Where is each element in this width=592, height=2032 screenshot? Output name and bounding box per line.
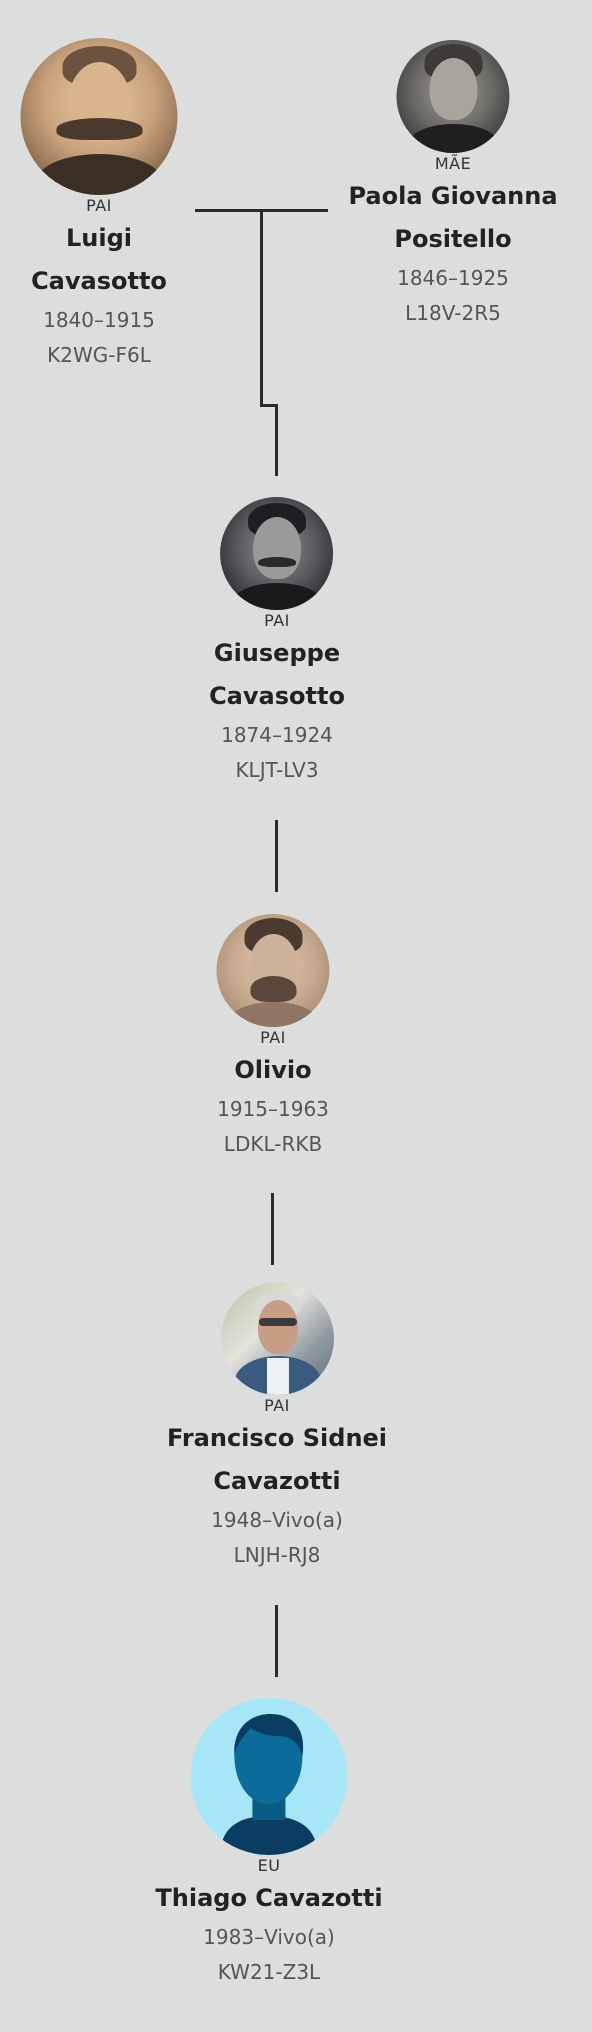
person-id: L18V-2R5 bbox=[405, 301, 501, 325]
person-id: KW21-Z3L bbox=[217, 1960, 321, 1984]
relation-label: PAI bbox=[264, 611, 290, 630]
person-id: KLJT-LV3 bbox=[235, 758, 319, 782]
person-card-luigi[interactable]: PAI Luigi Cavasotto 1840–1915 K2WG-F6L bbox=[20, 38, 178, 373]
person-dates: 1948–Vivo(a) bbox=[211, 1508, 343, 1532]
person-dates: 1846–1925 bbox=[397, 266, 509, 290]
avatar[interactable] bbox=[20, 38, 178, 195]
person-id: LDKL-RKB bbox=[223, 1132, 323, 1156]
avatar[interactable] bbox=[216, 914, 330, 1027]
person-name-line-2[interactable]: Cavazotti bbox=[213, 1467, 341, 1495]
person-name-line-1[interactable]: Francisco Sidnei bbox=[166, 1424, 388, 1452]
person-name-line-1[interactable]: Giuseppe bbox=[213, 639, 341, 667]
person-dates: 1874–1924 bbox=[221, 723, 333, 747]
avatar[interactable] bbox=[220, 1282, 334, 1395]
person-id: LNJH-RJ8 bbox=[233, 1543, 321, 1567]
person-name-line-2[interactable]: Positello bbox=[394, 225, 512, 253]
person-name-line-2[interactable]: Cavasotto bbox=[209, 682, 345, 710]
person-card-paola[interactable]: MÃE Paola Giovanna Positello 1846–1925 L… bbox=[348, 40, 558, 331]
descent-line-1c bbox=[275, 404, 278, 476]
descent-line-1a bbox=[260, 210, 263, 406]
portrait-mustache-shape bbox=[258, 557, 297, 567]
descent-line-2 bbox=[275, 820, 278, 892]
portrait-body-shape bbox=[34, 154, 165, 195]
person-id: K2WG-F6L bbox=[47, 343, 151, 367]
portrait-mustache-shape bbox=[56, 118, 143, 140]
person-card-giuseppe[interactable]: PAI Giuseppe Cavasotto 1874–1924 KLJT-LV… bbox=[209, 497, 345, 788]
relation-label: EU bbox=[257, 1856, 281, 1875]
default-person-silhouette-icon bbox=[220, 1714, 318, 1855]
portrait-shirt-shape bbox=[266, 1358, 289, 1395]
person-name-line-1[interactable]: Paola Giovanna bbox=[348, 182, 558, 210]
person-name-line-1[interactable]: Thiago Cavazotti bbox=[155, 1884, 383, 1912]
descent-line-1b bbox=[260, 404, 278, 407]
person-name-line-2[interactable]: Cavasotto bbox=[31, 267, 167, 295]
person-card-francisco[interactable]: PAI Francisco Sidnei Cavazotti 1948–Vivo… bbox=[167, 1282, 387, 1573]
person-name-line-1[interactable]: Olivio bbox=[234, 1056, 312, 1084]
person-card-olivio[interactable]: PAI Olivio 1915–1963 LDKL-RKB bbox=[216, 914, 330, 1162]
descent-line-4 bbox=[275, 1605, 278, 1677]
portrait-face-shape bbox=[253, 517, 302, 579]
person-dates: 1983–Vivo(a) bbox=[203, 1925, 335, 1949]
portrait-glasses-shape bbox=[258, 1318, 297, 1326]
relation-label: PAI bbox=[86, 196, 112, 215]
portrait-face-shape bbox=[429, 58, 478, 120]
portrait-body-shape bbox=[228, 1002, 319, 1027]
person-card-thiago[interactable]: EU Thiago Cavazotti 1983–Vivo(a) KW21-Z3… bbox=[155, 1698, 383, 1990]
descent-line-3 bbox=[271, 1193, 274, 1265]
portrait-body-shape bbox=[232, 583, 323, 610]
portrait-body-shape bbox=[408, 124, 499, 153]
person-dates: 1840–1915 bbox=[43, 308, 155, 332]
relation-label: PAI bbox=[260, 1028, 286, 1047]
person-name-line-1[interactable]: Luigi bbox=[65, 224, 132, 252]
avatar[interactable] bbox=[396, 40, 510, 153]
relation-label: PAI bbox=[264, 1396, 290, 1415]
avatar[interactable] bbox=[220, 497, 334, 610]
portrait-face-shape bbox=[257, 1300, 298, 1354]
avatar[interactable] bbox=[190, 1698, 348, 1855]
person-dates: 1915–1963 bbox=[217, 1097, 329, 1121]
portrait-beard-shape bbox=[250, 976, 297, 1002]
relation-label: MÃE bbox=[434, 154, 472, 173]
